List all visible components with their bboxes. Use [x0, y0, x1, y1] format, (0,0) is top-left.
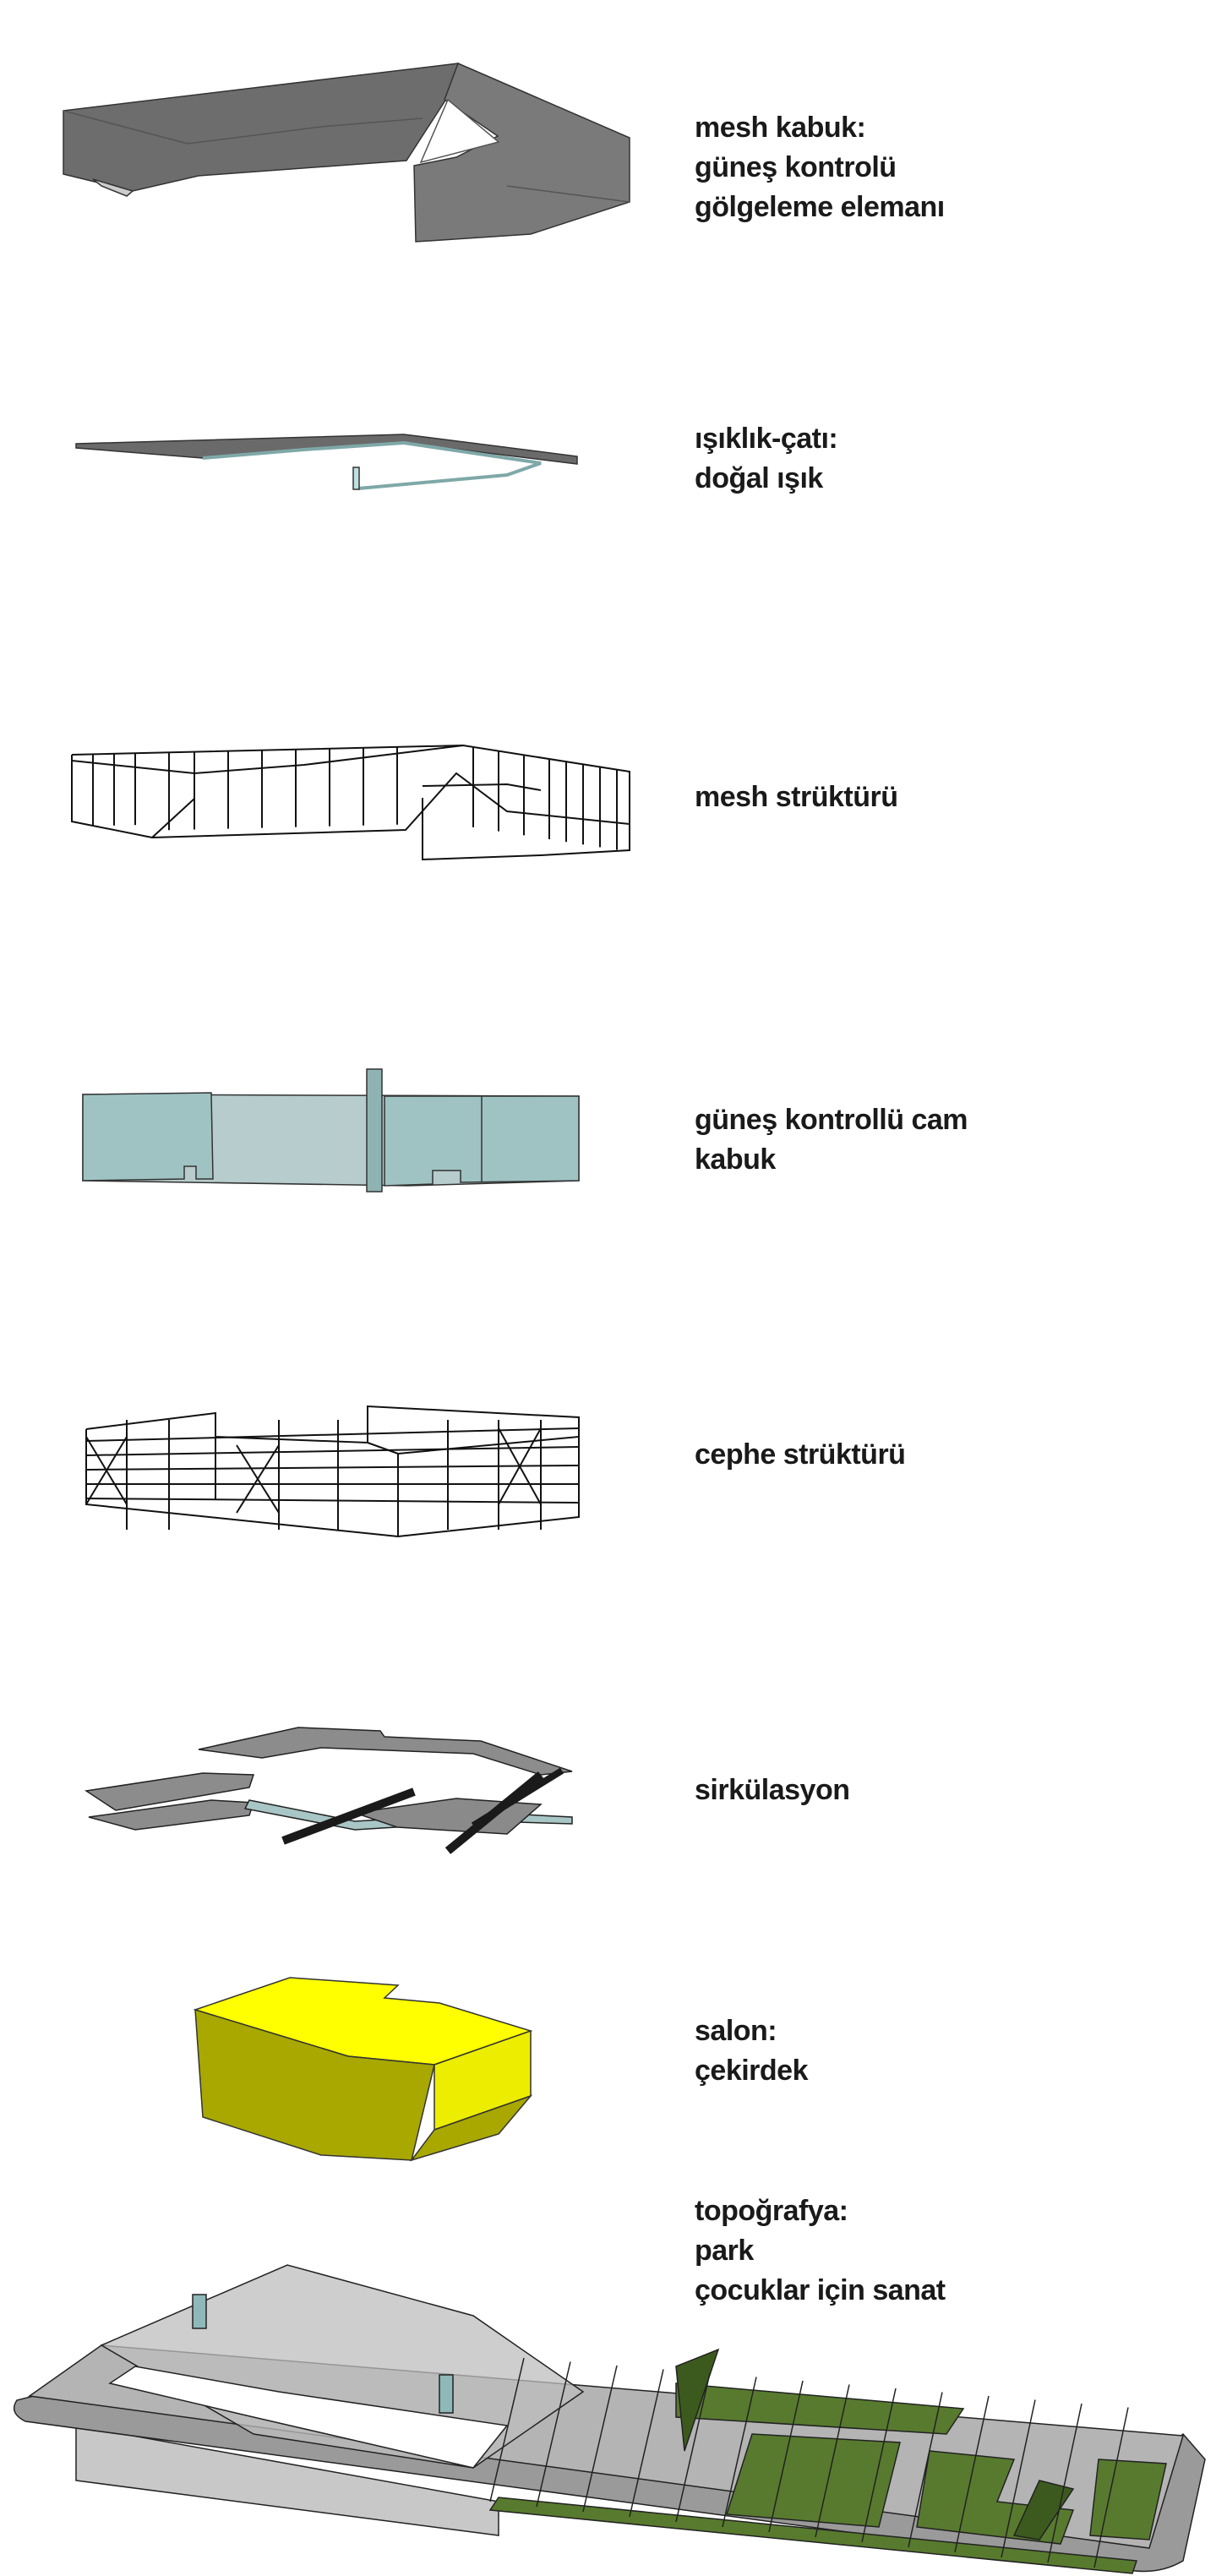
- label-line: çocuklar için sanat: [695, 2274, 946, 2306]
- hall-core-model: [193, 1977, 533, 2162]
- stair-3: [471, 1767, 564, 1829]
- courtyard: [108, 2366, 509, 2469]
- label-circulation: sirkülasyon: [695, 1771, 850, 1810]
- paving-stripe: [768, 2380, 804, 2533]
- paving-stripe: [1093, 2407, 1129, 2568]
- label-line: salon:: [695, 2015, 777, 2047]
- paving-stripe: [582, 2365, 618, 2513]
- paving-stripe: [908, 2392, 943, 2548]
- mesh-shell-left-face: [63, 63, 459, 192]
- label-line: sirkülasyon: [695, 1774, 850, 1806]
- glass-elevator-2: [439, 2374, 454, 2414]
- circulation-upper-slab: [198, 1727, 573, 1776]
- label-line: çekirdek: [695, 2055, 809, 2087]
- paving-stripe: [1047, 2403, 1082, 2563]
- facade-structure-model: [85, 1405, 580, 1538]
- art-sculpture-2: [1012, 2480, 1075, 2541]
- paving-stripe: [489, 2357, 525, 2502]
- label-line: doğal ışık: [695, 462, 823, 494]
- facade-beam: [85, 1498, 580, 1504]
- label-facade-structure: cephe strüktürü: [695, 1435, 906, 1475]
- label-line: güneş kontrollü cam: [695, 1104, 968, 1136]
- building-block: [100, 2264, 585, 2469]
- facade-cross-brace: [236, 1444, 280, 1514]
- stair-1: [281, 1787, 416, 1845]
- art-sculpture-1: [675, 2348, 720, 2452]
- facade-cross-brace: [498, 1427, 542, 1505]
- facade-beam: [85, 1465, 580, 1471]
- glass-tower: [366, 1068, 383, 1192]
- mesh-structure-model: [71, 744, 630, 861]
- grass-1: [675, 2382, 965, 2435]
- grass-2: [726, 2433, 901, 2528]
- label-line: kabuk: [695, 1143, 776, 1176]
- paving-stripe: [629, 2369, 664, 2518]
- label-line: topoğrafya:: [695, 2195, 848, 2227]
- label-line: mesh strüktürü: [695, 781, 898, 813]
- skylight-frame: [202, 440, 542, 490]
- topography-model: [13, 2264, 1206, 2574]
- label-skylight-roof: ışıklık-çatı: doğal ışık: [695, 419, 838, 499]
- facade-cross-brace: [85, 1436, 128, 1505]
- paving-stripe: [954, 2395, 990, 2553]
- paving-stripe: [675, 2372, 711, 2523]
- facade-beam: [85, 1446, 580, 1456]
- glass-elevator-1: [192, 2294, 207, 2329]
- label-hall-core: salon: çekirdek: [695, 2011, 809, 2091]
- circulation-model: [84, 1727, 573, 1854]
- paving-stripe: [861, 2388, 897, 2543]
- paving-stripe: [1001, 2399, 1036, 2558]
- paving-stripe: [815, 2384, 850, 2538]
- label-mesh-structure: mesh strüktürü: [695, 778, 898, 817]
- circulation-floor-plate: [354, 1798, 543, 1835]
- circulation-left-slab: [84, 1772, 255, 1811]
- label-line: park: [695, 2235, 754, 2267]
- mesh-shell-model: [63, 62, 630, 243]
- core-lower-right: [410, 2094, 533, 2162]
- label-topography: topoğrafya: park çocuklar için sanat: [695, 2191, 946, 2311]
- base-box: [75, 2425, 499, 2536]
- label-line: güneş kontrolü: [695, 151, 897, 183]
- label-glass-shell: güneş kontrollü cam kabuk: [695, 1100, 968, 1180]
- paving-stripe: [536, 2361, 571, 2508]
- mesh-shell-opening: [419, 98, 500, 164]
- grass-4: [1089, 2459, 1167, 2541]
- label-line: ışıklık-çatı:: [695, 423, 838, 455]
- paving-stripe: [722, 2377, 757, 2528]
- mesh-shell-right-face: [413, 62, 630, 243]
- skylight-roof-model: [75, 434, 578, 490]
- label-line: cephe strüktürü: [695, 1438, 906, 1471]
- grass-strip: [488, 2497, 1138, 2574]
- glass-left-panel: [82, 1092, 214, 1182]
- label-line: mesh kabuk:: [695, 112, 866, 144]
- label-mesh-shell: mesh kabuk: güneş kontrolü gölgeleme ele…: [695, 108, 945, 227]
- label-line: gölgeleme elemanı: [695, 191, 945, 223]
- glass-shell-model: [82, 1068, 580, 1192]
